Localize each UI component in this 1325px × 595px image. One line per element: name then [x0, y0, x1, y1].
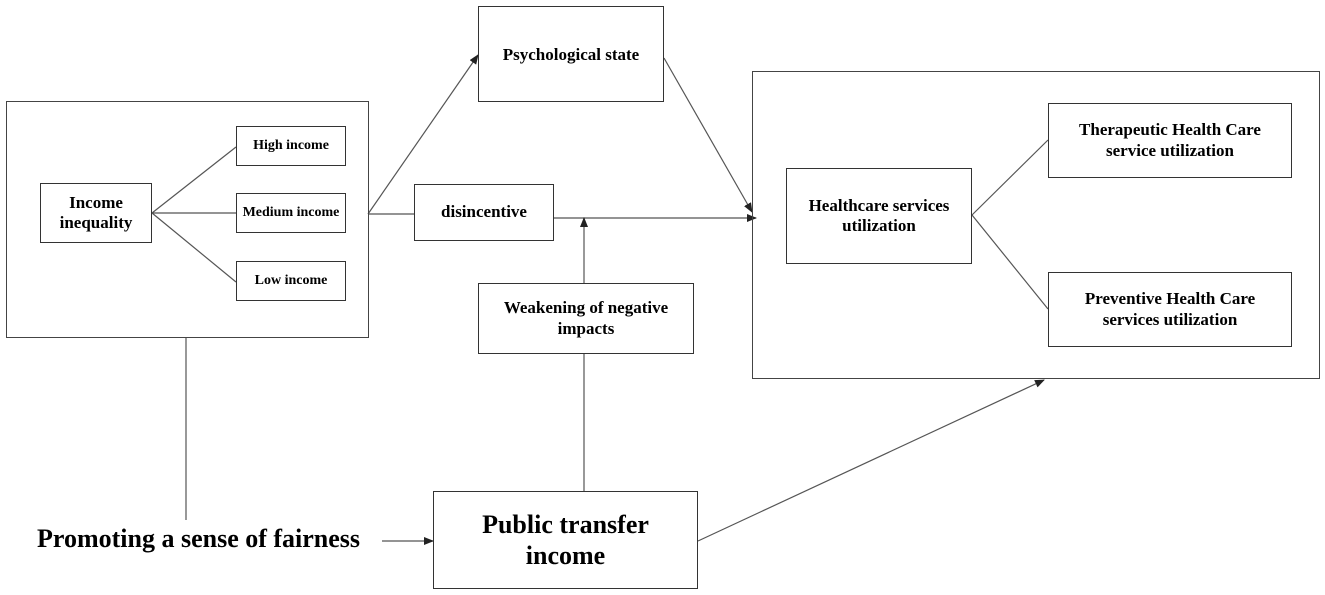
edge-psychological-healthcare — [663, 57, 753, 213]
healthcare-utilization-node: Healthcare services utilization — [786, 168, 972, 264]
preventive-label: Preventive Health Care services utilizat… — [1084, 289, 1256, 329]
weakening-label: Weakening of negative impacts — [503, 298, 669, 338]
promoting-fairness-text: Promoting a sense of fairness — [37, 524, 361, 553]
weakening-node: Weakening of negative impacts — [478, 283, 694, 354]
edge-healthcare-therapeutic — [971, 139, 1049, 216]
income-inequality-label: Income inequality — [59, 192, 133, 232]
medium-income-label: Medium income — [242, 204, 340, 220]
edge-inequality-psychological-state — [367, 54, 479, 215]
medium-income-node: Medium income — [236, 193, 346, 233]
income-group-frame — [6, 101, 369, 338]
edge-public-transfer-healthcare — [697, 379, 1045, 542]
healthcare-utilization-label: Healthcare services utilization — [808, 195, 950, 235]
edge-healthcare-preventive — [971, 214, 1049, 310]
psychological-state-node: Psychological state — [478, 6, 664, 102]
public-transfer-income-label: Public transfer income — [482, 509, 649, 570]
therapeutic-label: Therapeutic Health Care service utilizat… — [1079, 120, 1261, 160]
edge-inequality-high-income — [151, 146, 237, 214]
disincentive-label: disincentive — [441, 202, 527, 222]
healthcare-group-frame — [752, 71, 1320, 379]
income-inequality-node: Income inequality — [40, 183, 152, 243]
low-income-label: Low income — [254, 272, 328, 288]
low-income-node: Low income — [236, 261, 346, 301]
public-transfer-income-node: Public transfer income — [433, 491, 698, 589]
edge-inequality-low-income — [151, 212, 237, 283]
disincentive-node: disincentive — [414, 184, 554, 241]
therapeutic-node: Therapeutic Health Care service utilizat… — [1048, 103, 1292, 178]
preventive-node: Preventive Health Care services utilizat… — [1048, 272, 1292, 347]
high-income-node: High income — [236, 126, 346, 166]
high-income-label: High income — [253, 137, 329, 153]
psychological-state-label: Psychological state — [502, 45, 640, 64]
